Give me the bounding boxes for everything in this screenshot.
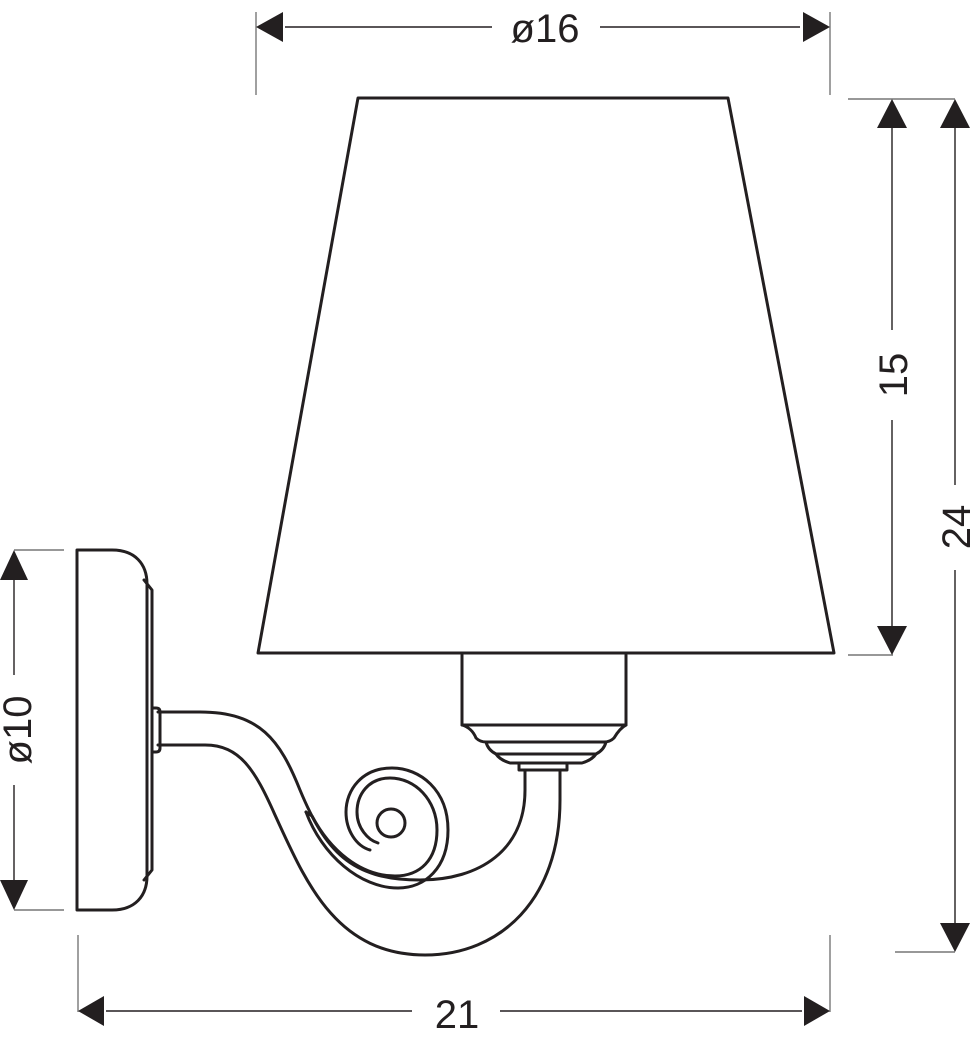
- arrow-right-icon: [803, 12, 830, 42]
- socket-collar: [460, 723, 628, 744]
- dimension-label: 24: [935, 505, 970, 550]
- wall-backplate: [75, 548, 162, 912]
- arrow-up-icon: [877, 99, 907, 128]
- lampshade: [256, 96, 836, 655]
- scroll-ornament: [304, 766, 450, 890]
- arrow-left-icon: [78, 996, 104, 1026]
- dimension-backplate-diameter: ø10: [0, 549, 64, 911]
- dimension-label: 15: [872, 353, 916, 398]
- scroll-center: [375, 807, 407, 839]
- arrow-left-icon: [256, 12, 283, 42]
- dimension-label: ø16: [511, 7, 580, 51]
- arrow-up-icon: [940, 99, 970, 128]
- arrow-down-icon: [0, 880, 28, 910]
- curved-arm: [156, 710, 562, 957]
- dimension-total-height: 24: [895, 99, 970, 953]
- dimension-shade-diameter: ø16: [255, 7, 831, 95]
- arm-mount: [150, 706, 162, 754]
- dimension-shade-height: 15: [848, 98, 955, 656]
- dimension-label: ø10: [0, 696, 40, 765]
- dimension-total-depth: 21: [77, 935, 831, 1037]
- arrow-down-icon: [940, 923, 970, 952]
- socket: [460, 653, 628, 772]
- arrow-down-icon: [877, 626, 907, 655]
- arrow-right-icon: [804, 996, 830, 1026]
- dimension-label: 21: [435, 993, 480, 1037]
- arrow-up-icon: [0, 550, 28, 580]
